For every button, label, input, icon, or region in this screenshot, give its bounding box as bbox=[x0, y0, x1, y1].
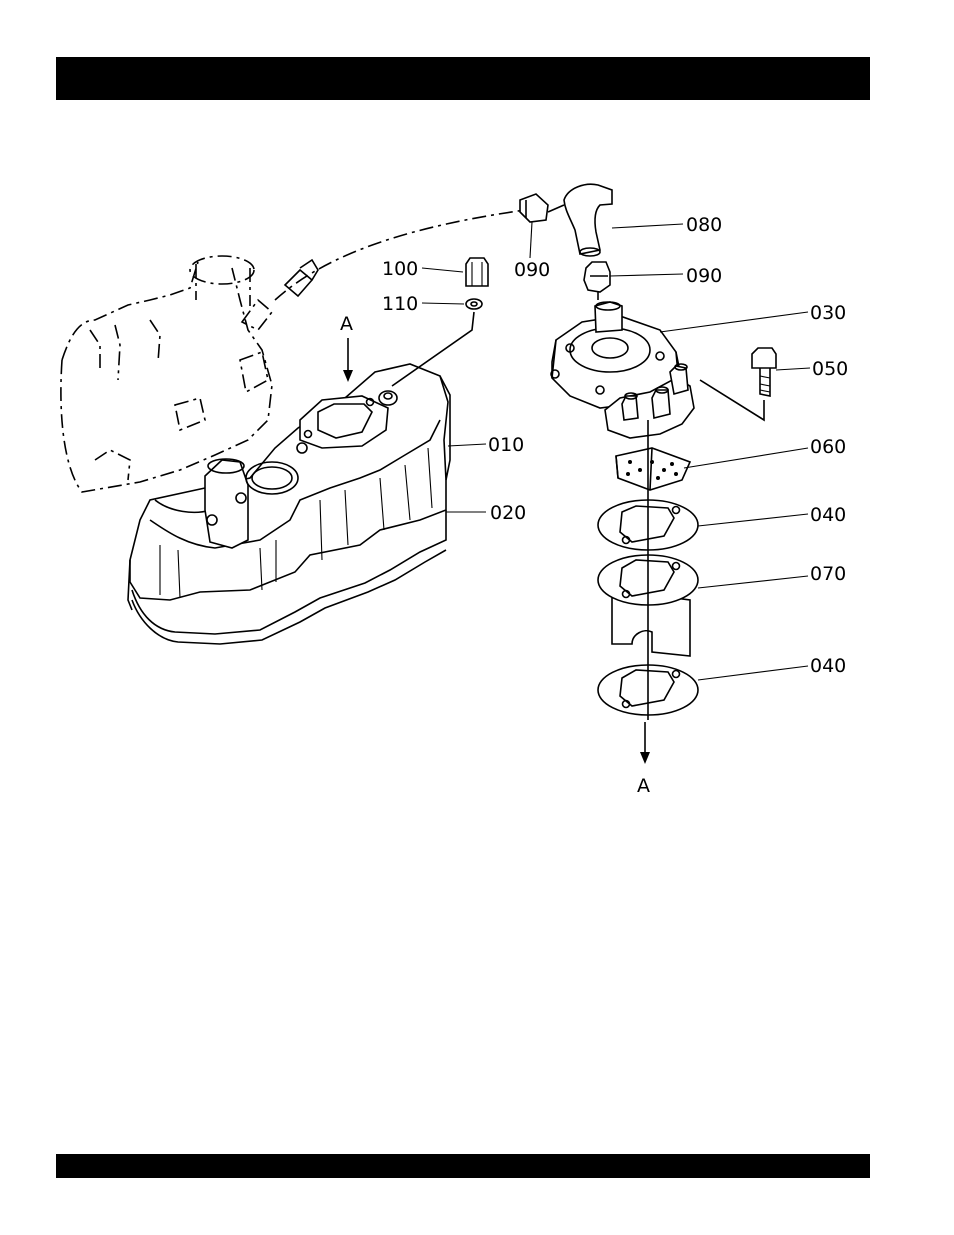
view-label-upper: A bbox=[340, 313, 353, 335]
breather-body bbox=[551, 302, 694, 438]
callout-040-upper: 040 bbox=[810, 504, 846, 526]
view-arrow-upper bbox=[343, 338, 353, 382]
callout-100: 100 bbox=[382, 258, 418, 280]
view-label-lower: A bbox=[637, 775, 650, 797]
callout-110: 110 bbox=[382, 293, 418, 315]
callout-070: 070 bbox=[810, 563, 846, 585]
callout-090-right: 090 bbox=[686, 265, 722, 287]
callout-090-left: 090 bbox=[514, 259, 550, 281]
callout-080: 080 bbox=[686, 214, 722, 236]
callout-040-lower: 040 bbox=[810, 655, 846, 677]
rocker-cover bbox=[128, 364, 450, 644]
callout-060: 060 bbox=[810, 436, 846, 458]
filter-element bbox=[616, 448, 690, 490]
callout-020: 020 bbox=[490, 502, 526, 524]
bolt bbox=[700, 348, 776, 420]
view-arrow-lower bbox=[640, 722, 650, 764]
callout-030: 030 bbox=[810, 302, 846, 324]
callout-010: 010 bbox=[488, 434, 524, 456]
breather-hose bbox=[520, 184, 612, 300]
callout-050: 050 bbox=[812, 358, 848, 380]
